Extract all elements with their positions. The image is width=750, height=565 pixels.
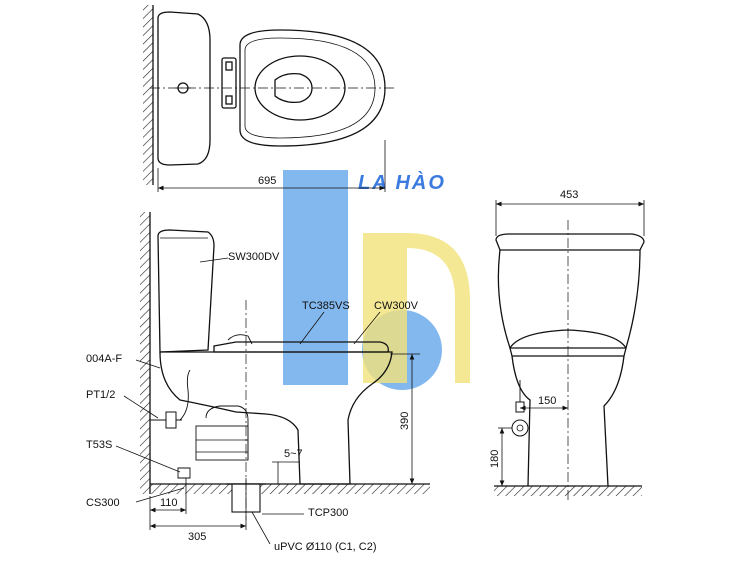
side-bowl	[160, 351, 393, 485]
side-view	[115, 212, 430, 545]
dim-overall-depth: 695	[258, 175, 276, 187]
label-bowl: CW300V	[374, 300, 419, 312]
label-tank: SW300DV	[228, 251, 280, 263]
watermark-yellow-arc	[407, 233, 470, 383]
label-outlet-adapter: TCP300	[308, 507, 348, 519]
label-drain-pipe: uPVC Ø110 (C1, C2)	[274, 541, 377, 553]
top-view	[143, 5, 395, 192]
label-flex-hose: T53S	[86, 439, 112, 451]
watermark-logo: LA HÀO	[283, 170, 470, 390]
dim-valve-height: 180	[489, 450, 501, 468]
side-floor-hatch	[150, 484, 430, 494]
watermark-text: LA HÀO	[358, 171, 446, 194]
watermark-yellow-block	[363, 233, 407, 383]
front-view	[494, 200, 645, 500]
side-wall-hatch	[140, 212, 150, 494]
label-supply-thread: PT1/2	[86, 389, 115, 401]
dim-seat-height: 390	[399, 412, 411, 430]
label-supply-valve: 004A-F	[86, 353, 122, 365]
label-flange: CS300	[86, 497, 120, 509]
dim-front-width: 453	[560, 189, 578, 201]
dim-gap: 5~7	[284, 448, 303, 460]
dim-valve-offset: 110	[160, 497, 178, 509]
dim-valve-side: 150	[538, 395, 556, 407]
side-seat	[213, 341, 389, 353]
watermark-blue-bar	[283, 170, 348, 385]
label-seat: TC385VS	[302, 300, 350, 312]
top-wall-hatch	[143, 5, 153, 185]
dim-rough-in: 305	[188, 531, 206, 543]
front-supply-valve	[515, 401, 525, 413]
side-tank	[157, 229, 215, 353]
side-supply-valve	[150, 411, 177, 429]
top-tank	[157, 11, 211, 166]
front-tank	[495, 233, 645, 251]
